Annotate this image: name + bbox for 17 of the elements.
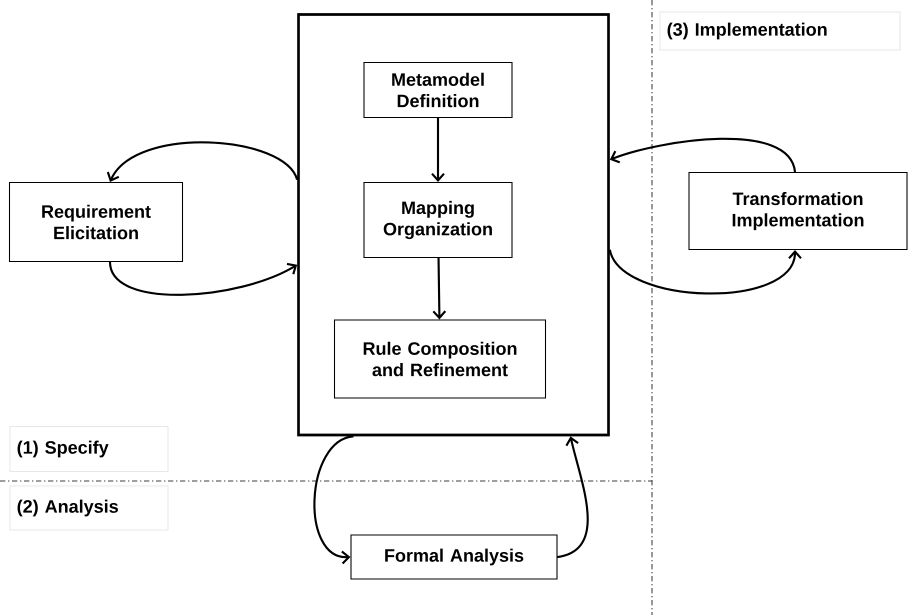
phase-label: (3) Implementation [660,12,900,50]
arrow [608,249,802,294]
process-box: Requirement Elicitation [8,182,184,262]
arrow [106,141,298,182]
phase-label: (2) Analysis [10,486,168,530]
phase-label: (1) Specify [10,426,168,472]
arrow [314,435,354,564]
arrow [431,118,445,182]
arrow [610,138,796,172]
process-box: Formal Analysis [350,534,558,580]
process-box: Transformation Implementation [688,172,908,250]
arrow [557,436,589,558]
arrow [108,262,298,296]
process-box: Rule Composition and Refinement [334,319,546,399]
arrow [432,258,446,320]
process-box: Mapping Organization [363,182,513,258]
process-box: Metamodel Definition [363,62,513,118]
